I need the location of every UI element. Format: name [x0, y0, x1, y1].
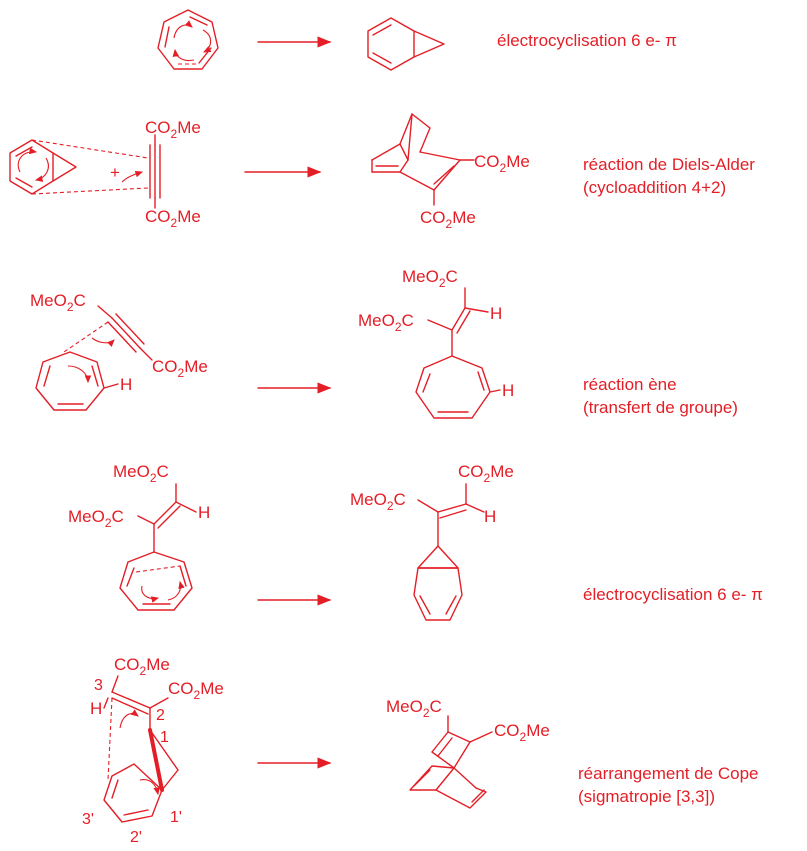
reaction-2-label-line2: (cycloaddition 4+2) [583, 178, 726, 197]
r4-meo2c-top: MeO2C [113, 462, 169, 485]
product-co2me-right: CO2Me [474, 152, 530, 175]
ene-product-meo2c-top: MeO2C [402, 267, 458, 290]
reaction-3-label-line2: (transfert de groupe) [583, 398, 738, 417]
r4-product-meo2c: MeO2C [350, 490, 406, 513]
reaction-4-label: électrocyclisation 6 e- π [583, 585, 763, 604]
plus-sign: + [110, 163, 120, 182]
product-co2me-bottom: CO2Me [420, 208, 476, 231]
diels-alder-adduct [371, 113, 475, 206]
ene-meo2c: MeO2C [30, 291, 86, 314]
reaction-5-label-line1: réarrangement de Cope [578, 764, 759, 783]
cope-product-meo2c: MeO2C [386, 697, 442, 720]
reaction-2-label-line1: réaction de Diels-Alder [583, 155, 755, 174]
r4-product-co2me: CO2Me [458, 462, 514, 485]
cope-co2me-right: CO2Me [168, 679, 224, 702]
ene-product [415, 287, 501, 419]
r4-product [413, 483, 485, 621]
reaction-3-label-line1: réaction ène [583, 375, 677, 394]
r4-meo2c-left: MeO2C [68, 507, 124, 530]
norcaradiene-product [367, 17, 445, 71]
cope-product-co2me: CO2Me [494, 721, 550, 744]
cycloheptatriene-ene [35, 351, 119, 411]
r4-h: H [198, 503, 210, 522]
dmad-enophile [97, 305, 153, 361]
cope-reactant [103, 675, 179, 823]
atom-3: 3 [94, 677, 103, 694]
atom-1: 1 [160, 729, 169, 746]
atom-3p: 3' [82, 811, 94, 828]
cope-co2me-top: CO2Me [114, 655, 170, 678]
ene-product-h-top: H [490, 304, 502, 323]
reaction-1-label: électrocyclisation 6 e- π [497, 31, 677, 50]
norcaradiene-diene [9, 139, 77, 195]
reaction-5-label-line2: (sigmatropie [3,3]) [578, 787, 715, 806]
r4-reactant [119, 483, 197, 611]
r4-product-h: H [484, 507, 496, 526]
dmad-dienophile [149, 134, 161, 209]
ene-product-h: H [502, 381, 514, 400]
cycloheptatriene-reactant [157, 9, 219, 70]
ene-co2me: CO2Me [152, 357, 208, 380]
cope-product [409, 715, 493, 809]
co2me-top: CO2Me [145, 118, 201, 141]
ene-h: H [120, 375, 132, 394]
atom-2: 2 [156, 707, 165, 724]
atom-1p: 1' [170, 809, 182, 826]
atom-2p: 2' [130, 829, 142, 846]
ene-product-meo2c-left: MeO2C [358, 311, 414, 334]
co2me-bottom: CO2Me [145, 207, 201, 230]
cope-h: H [90, 699, 102, 718]
